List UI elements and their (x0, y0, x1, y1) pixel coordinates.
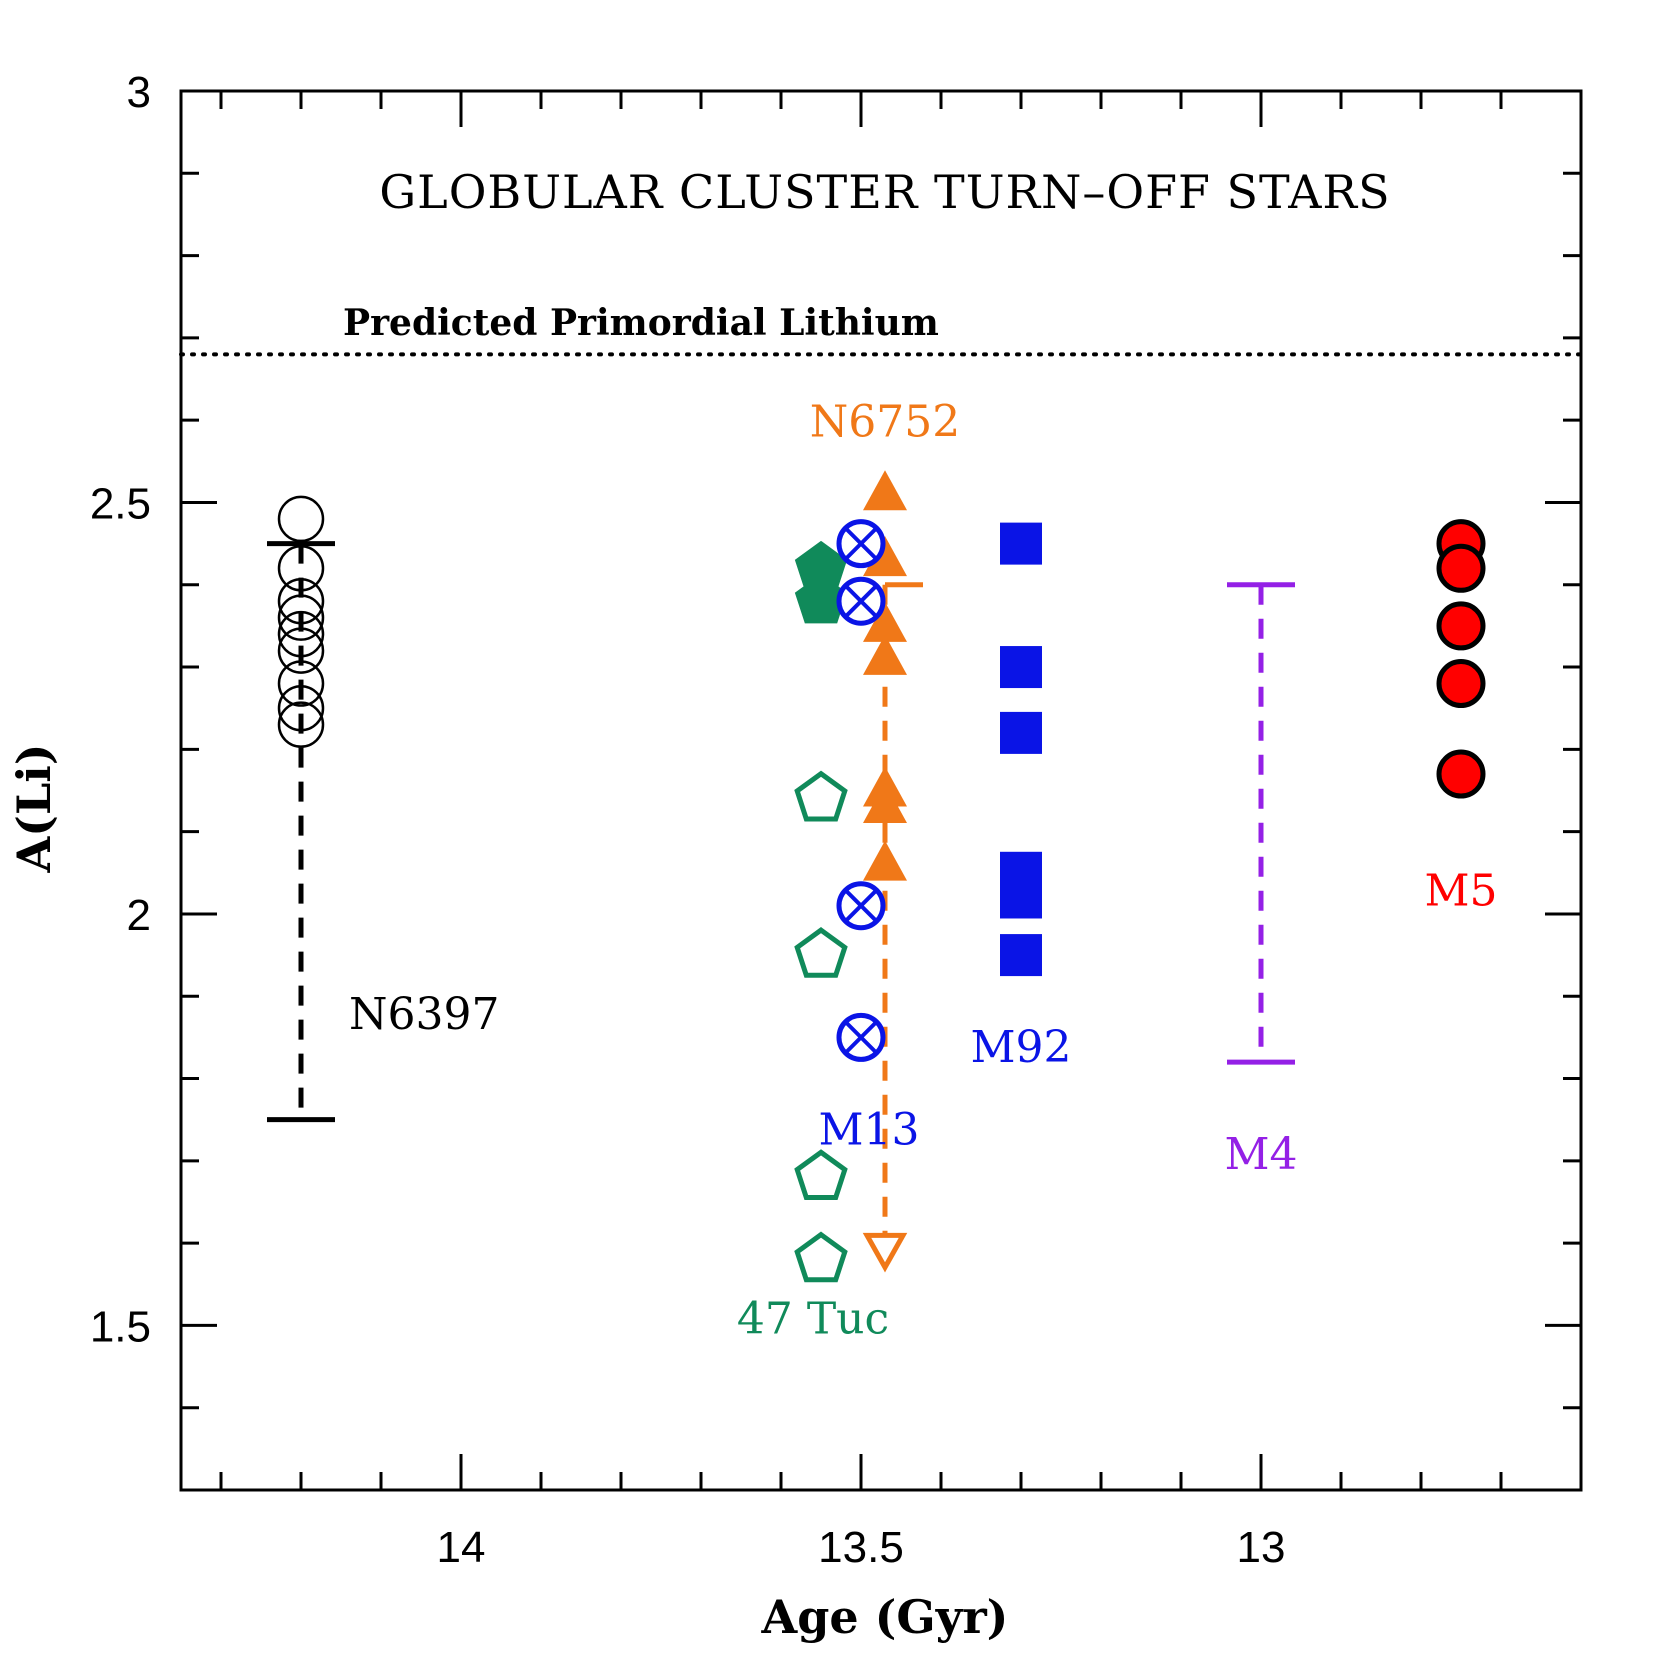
x-tick-label: 13.5 (818, 1523, 904, 1572)
chart-title: GLOBULAR CLUSTER TURN–OFF STARS (379, 165, 1390, 219)
data-point-m5 (1436, 601, 1486, 651)
data-point-n6397 (277, 701, 325, 748)
circle-x-cross (844, 1020, 878, 1054)
data-points-layer (277, 470, 1486, 1283)
data-point-m92 (1000, 711, 1042, 754)
data-point-n6397 (277, 594, 325, 641)
data-point-m13 (836, 881, 886, 931)
series-label-47-tuc: 47 Tuc (737, 1294, 889, 1345)
data-point-n6397 (277, 627, 325, 674)
data-point-47-tuc (794, 927, 848, 978)
y-tick-label: 2.5 (90, 479, 151, 528)
series-label-m13: M13 (818, 1104, 919, 1155)
data-point-m92 (1000, 934, 1042, 977)
data-point-n6397 (277, 577, 325, 625)
data-point-n6397 (277, 610, 325, 658)
data-point-m5 (1436, 543, 1486, 593)
data-point-m13 (836, 1012, 886, 1062)
reference-line-label: Predicted Primordial Lithium (343, 302, 939, 344)
data-point-m92 (1000, 646, 1042, 689)
series-label-m92: M92 (970, 1022, 1071, 1073)
data-point-n6752 (863, 782, 907, 823)
data-point-47-tuc (794, 770, 848, 822)
data-point-n6752 (863, 470, 907, 511)
x-tick-label: 13 (1237, 1523, 1286, 1572)
range-bar-n6752 (882, 582, 923, 1252)
data-point-n6752-upper-limit (862, 1232, 908, 1273)
data-point-m5 (1436, 749, 1486, 799)
data-point-m5 (1436, 659, 1486, 709)
data-point-n6397 (277, 684, 325, 732)
circle-x-cross (844, 584, 878, 618)
plot-frame (179, 89, 1583, 1492)
range-bars-layer (267, 541, 1295, 1252)
y-tick-label: 3 (127, 68, 151, 117)
series-label-n6397: N6397 (349, 989, 499, 1040)
data-point-m92 (1000, 522, 1042, 565)
data-point-m13 (836, 519, 886, 569)
range-bar-m4 (1227, 582, 1295, 1065)
y-tick-label: 1.5 (90, 1302, 151, 1351)
data-point-m92 (1000, 876, 1042, 919)
series-label-n6752: N6752 (810, 397, 960, 448)
data-point-47-tuc (794, 1231, 848, 1283)
series-label-m4: M4 (1224, 1129, 1297, 1180)
data-point-47-tuc (794, 1149, 848, 1200)
data-point-n6397 (277, 660, 325, 707)
data-point-n6397 (277, 545, 325, 592)
circle-x-cross (844, 527, 878, 561)
data-point-n6752 (863, 601, 907, 642)
data-point-n6752 (863, 840, 907, 881)
plot-frame-layer: 14 13.5 13 1.5 2 2.5 3 (90, 68, 1583, 1572)
x-axis-title: Age (Gyr) (761, 1590, 1009, 1644)
x-tick-label: 14 (437, 1523, 486, 1572)
text-layer: GLOBULAR CLUSTER TURN–OFF STARS Predicte… (7, 165, 1498, 1644)
y-tick-label: 2 (127, 891, 151, 940)
data-point-n6397 (277, 495, 325, 543)
circle-x-cross (844, 889, 878, 923)
series-label-m5: M5 (1424, 866, 1497, 917)
data-point-n6752 (863, 536, 907, 577)
range-bar-n6397 (267, 541, 335, 1123)
data-point-n6752 (863, 634, 907, 675)
y-axis-title: A(Li) (7, 743, 61, 873)
data-point-m13 (836, 576, 886, 626)
